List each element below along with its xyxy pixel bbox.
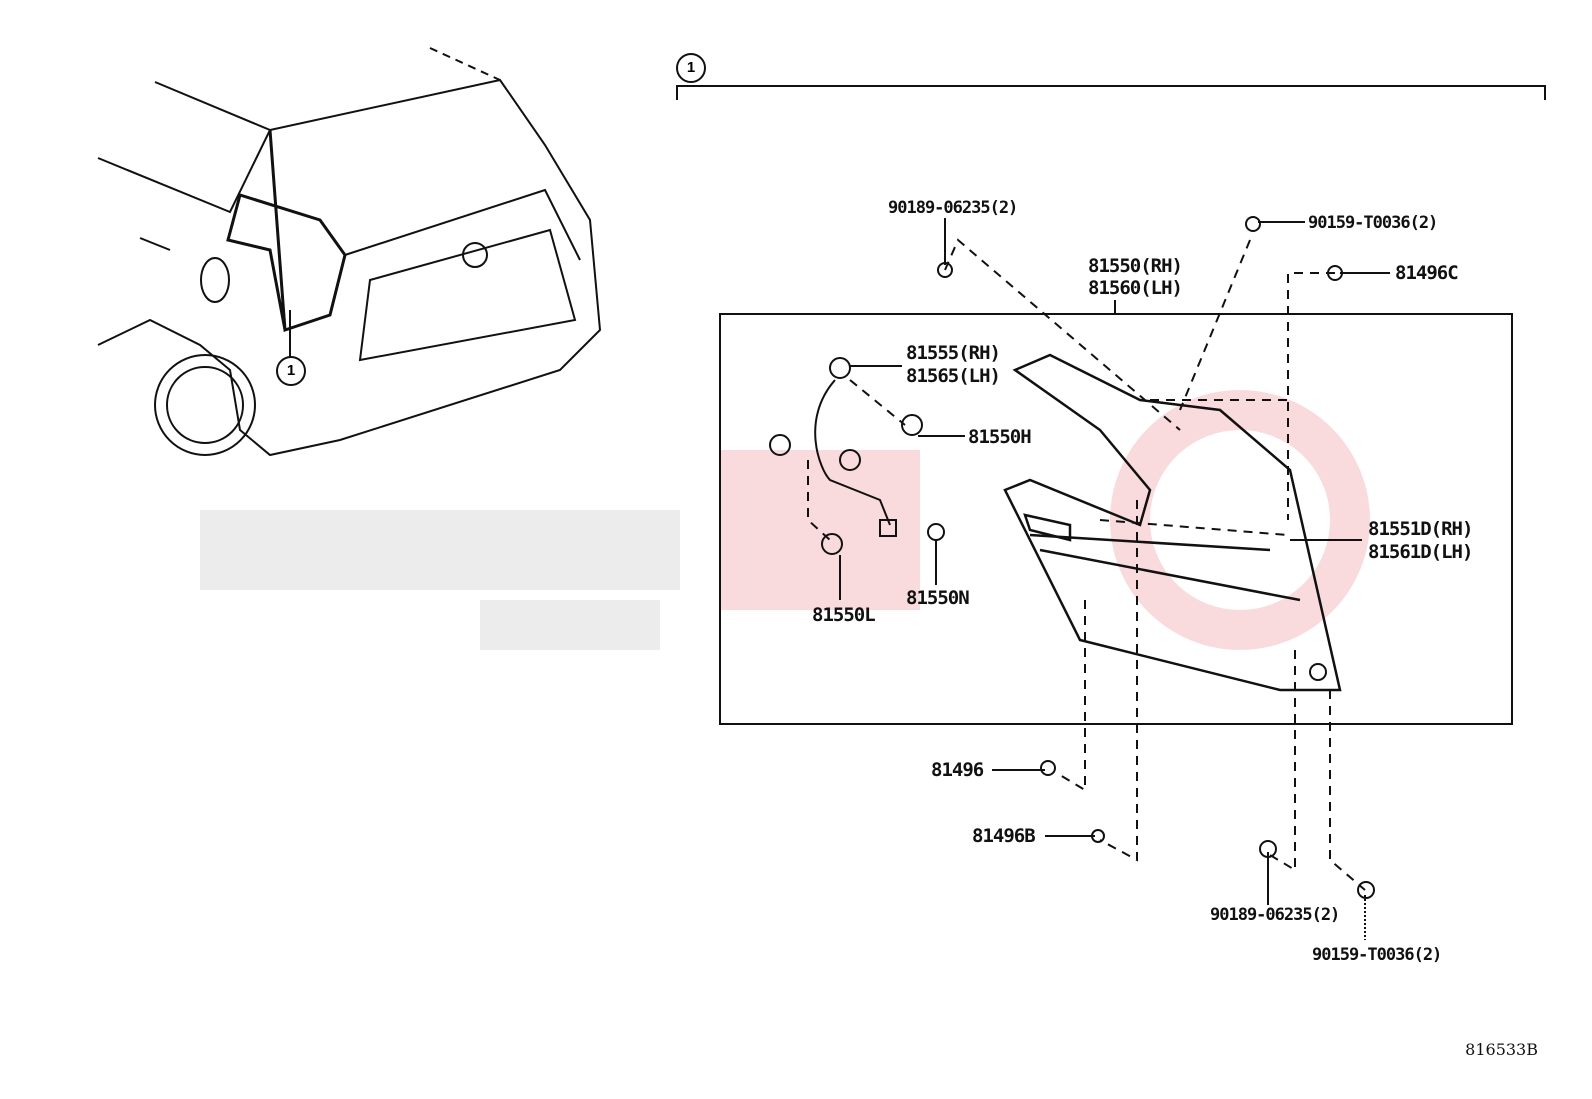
part-label-81551d-rh[interactable]: 81551D(RH): [1368, 518, 1473, 540]
fastener-icons: [937, 216, 1375, 899]
assembly-callout[interactable]: 1: [676, 53, 706, 83]
part-label-90159-bottom[interactable]: 90159-T0036(2): [1312, 945, 1442, 965]
part-label-81565-lh[interactable]: 81565(LH): [906, 365, 1001, 387]
vehicle-callout[interactable]: 1: [276, 356, 306, 386]
part-label-90159-top[interactable]: 90159-T0036(2): [1308, 213, 1438, 233]
part-label-90189-top[interactable]: 90189-06235(2): [888, 198, 1018, 218]
part-label-81496c[interactable]: 81496C: [1395, 262, 1459, 284]
vehicle-rear-view: [97, 47, 602, 457]
assembly-bracket: [676, 85, 1546, 100]
part-label-81550n[interactable]: 81550N: [906, 587, 970, 609]
lamp-lens-drawing: [1003, 353, 1342, 692]
part-label-81550h[interactable]: 81550H: [968, 426, 1032, 448]
part-label-81496[interactable]: 81496: [931, 759, 984, 781]
part-label-81550l[interactable]: 81550L: [812, 604, 876, 626]
part-label-81561d-lh[interactable]: 81561D(LH): [1368, 541, 1473, 563]
part-label-81550-rh[interactable]: 81550(RH): [1088, 255, 1183, 277]
socket-wire-harness: [769, 357, 945, 555]
figure-code: 816533B: [1465, 1040, 1538, 1059]
solid-leader-lines: [839, 218, 1390, 940]
part-label-81555-rh[interactable]: 81555(RH): [906, 342, 1001, 364]
dashed-leader-lines: [807, 238, 1366, 891]
part-label-81496b[interactable]: 81496B: [972, 825, 1036, 847]
part-label-90189-bottom[interactable]: 90189-06235(2): [1210, 905, 1340, 925]
part-label-81560-lh[interactable]: 81560(LH): [1088, 277, 1183, 299]
